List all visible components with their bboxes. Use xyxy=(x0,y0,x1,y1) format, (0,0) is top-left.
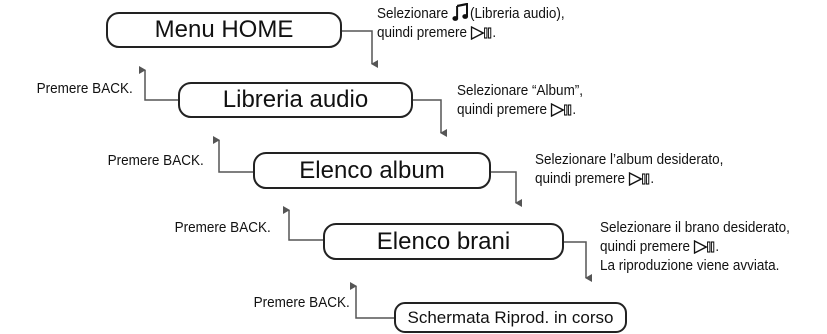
play-pause-icon xyxy=(629,172,650,186)
instruction-step-3: Selezionare l’album desiderato, quindi p… xyxy=(535,151,724,187)
play-pause-icon xyxy=(471,26,492,40)
now-playing-box: Schermata Riprod. in corso xyxy=(394,302,627,333)
elenco-brani-box: Elenco brani xyxy=(323,223,564,260)
back-label-1: Premere BACK. xyxy=(36,80,133,97)
forward-arrow-3 xyxy=(491,171,522,207)
music-note-icon xyxy=(452,3,469,21)
forward-arrow-2 xyxy=(413,99,447,137)
instruction-step-1: Selezionare (Libreria audio), quindi pre… xyxy=(377,3,565,41)
back-arrow-4 xyxy=(350,282,394,319)
elenco-album-box: Elenco album xyxy=(253,152,491,189)
play-pause-icon xyxy=(551,103,572,117)
menu-home-label: Menu HOME xyxy=(154,16,294,43)
instruction-step-4: Selezionare il brano desiderato, quindi … xyxy=(600,219,790,274)
back-arrow-2 xyxy=(213,136,253,173)
back-label-2: Premere BACK. xyxy=(107,152,204,169)
back-label-4: Premere BACK. xyxy=(253,294,350,311)
play-pause-icon xyxy=(694,240,715,254)
now-playing-label: Schermata Riprod. in corso xyxy=(407,307,614,327)
libreria-audio-box: Libreria audio xyxy=(178,82,413,118)
forward-arrow-4 xyxy=(564,241,592,282)
libreria-audio-label: Libreria audio xyxy=(222,86,369,113)
elenco-album-label: Elenco album xyxy=(299,156,445,184)
menu-home-box: Menu HOME xyxy=(106,12,342,48)
back-arrow-3 xyxy=(283,206,323,241)
forward-arrow-1 xyxy=(342,30,378,68)
back-label-3: Premere BACK. xyxy=(174,219,271,236)
instruction-step-2: Selezionare “Album”, quindi premere . xyxy=(457,82,584,118)
back-arrow-1 xyxy=(139,66,178,101)
elenco-brani-label: Elenco brani xyxy=(376,227,511,255)
